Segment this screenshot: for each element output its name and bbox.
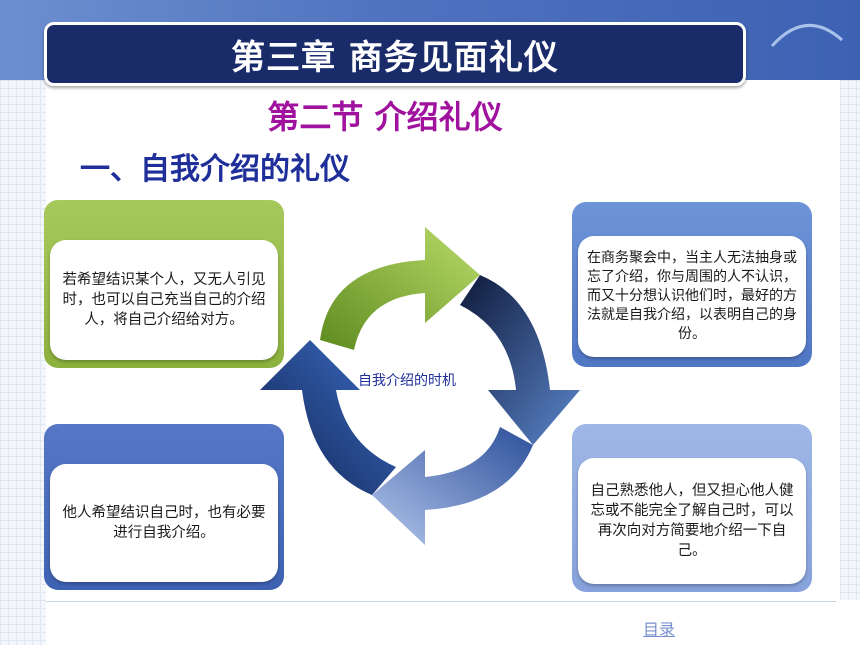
cycle-arrow-bottom (372, 427, 533, 545)
card-bottom-left-text: 他人希望结识自己时，也有必要进行自我介绍。 (50, 464, 278, 582)
left-grid-decoration (0, 80, 46, 645)
cycle-arrow-green (320, 227, 480, 350)
card-top-right: 在商务聚会中，当主人无法抽身或忘了介绍，你与周围的人不认识，而又十分想认识他们时… (572, 202, 812, 367)
footer-divider (46, 601, 836, 602)
section-title: 第二节 介绍礼仪 (267, 98, 503, 136)
table-of-contents-link[interactable]: 目录 (643, 620, 676, 639)
subsection-title: 一、自我介绍的礼仪 (80, 152, 350, 187)
card-bottom-right: 自己熟悉他人，但又担心他人健忘或不能完全了解自己时，可以再次向对方简要地介绍一下… (572, 424, 812, 592)
cycle-arrow-left (260, 340, 396, 495)
card-bottom-left: 他人希望结识自己时，也有必要进行自我介绍。 (44, 424, 284, 590)
page-title: 第三章 商务见面礼仪 (231, 37, 559, 78)
cycle-arrow-right (460, 275, 580, 445)
right-grid-decoration (840, 80, 860, 600)
card-top-left-text: 若希望结识某个人，又无人引见时，也可以自己充当自己的介绍人，将自己介绍给对方。 (50, 240, 278, 360)
corner-arc-decoration (770, 24, 843, 48)
cycle-arrows-diagram (260, 227, 580, 545)
title-banner: 第三章 商务见面礼仪 (44, 22, 746, 86)
card-bottom-right-text: 自己熟悉他人，但又担心他人健忘或不能完全了解自己时，可以再次向对方简要地介绍一下… (578, 458, 806, 584)
card-top-right-text: 在商务聚会中，当主人无法抽身或忘了介绍，你与周围的人不认识，而又十分想认识他们时… (578, 236, 806, 357)
diagram-center-label: 自我介绍的时机 (358, 373, 456, 389)
card-top-left: 若希望结识某个人，又无人引见时，也可以自己充当自己的介绍人，将自己介绍给对方。 (44, 200, 284, 368)
